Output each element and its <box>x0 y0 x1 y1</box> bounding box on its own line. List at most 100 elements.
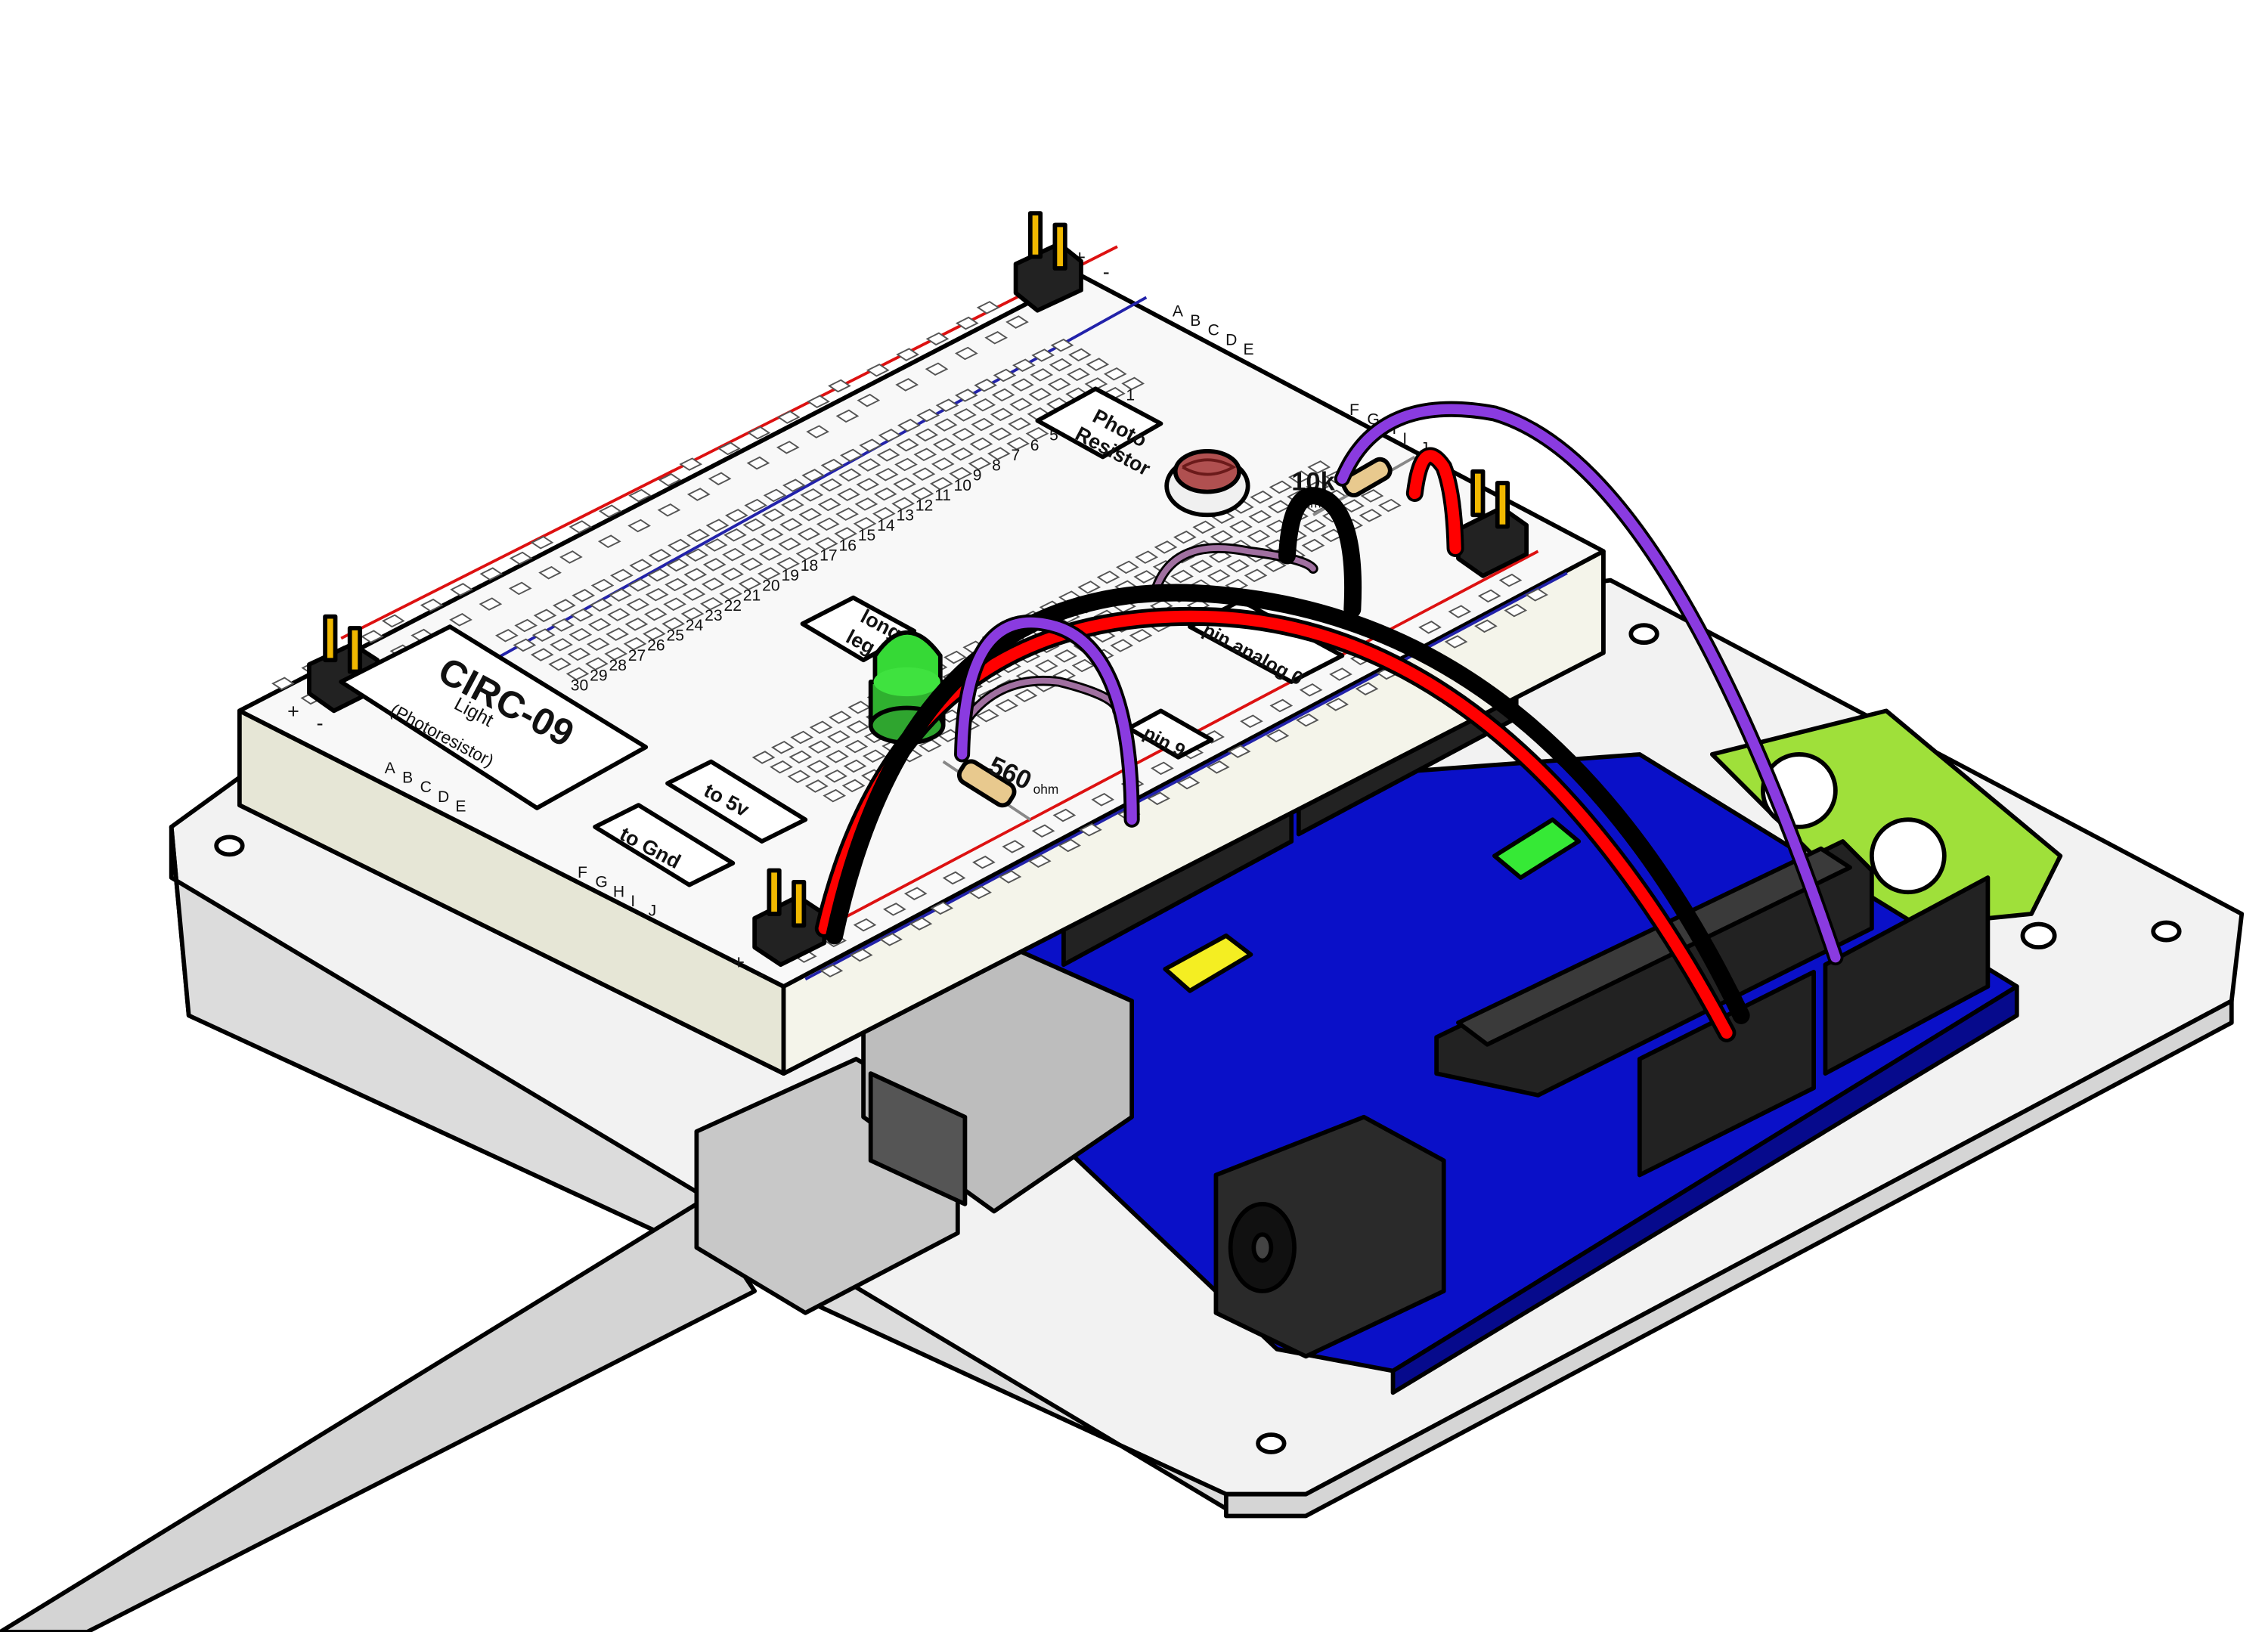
breadboard-hole <box>862 749 886 763</box>
breadboard-hole <box>770 760 793 774</box>
row-number: 5 <box>1049 427 1058 444</box>
breadboard-hole <box>1360 489 1384 503</box>
breadboard-hole <box>776 410 801 424</box>
row-number: 24 <box>686 617 704 634</box>
breadboard-hole <box>1052 808 1077 822</box>
column-letter: B <box>402 770 413 787</box>
breadboard-hole <box>700 596 723 611</box>
breadboard-hole <box>844 739 869 754</box>
breadboard-hole <box>955 389 978 402</box>
row-number: 1 <box>1126 387 1135 404</box>
breadboard-hole <box>943 650 967 664</box>
row-number: 14 <box>877 517 895 534</box>
breadboard-hole <box>565 667 590 681</box>
column-letter: J <box>649 903 657 920</box>
breadboard-hole <box>1288 470 1312 484</box>
breadboard-hole <box>587 618 612 632</box>
breadboard-hole <box>776 556 801 571</box>
components: 10k ohm 560 ohm <box>868 448 1416 821</box>
breadboard-hole <box>846 720 870 734</box>
breadboard-hole <box>995 698 1019 713</box>
breadboard-hole <box>509 551 533 565</box>
breadboard-hole <box>1229 520 1253 534</box>
breadboard-hole <box>972 855 996 869</box>
breadboard-hole <box>1210 530 1234 543</box>
breadboard-hole <box>1009 398 1033 411</box>
column-letter: C <box>420 779 432 796</box>
column-letter: G <box>595 874 607 891</box>
breadboard-hole <box>782 478 806 492</box>
breadboard-hole <box>1027 854 1052 868</box>
dc-power-jack <box>1213 1114 1446 1359</box>
breadboard-hole <box>1031 824 1055 838</box>
breadboard-hole <box>530 648 554 661</box>
breadboard-hole <box>761 508 785 522</box>
breadboard-hole <box>915 428 939 442</box>
breadboard-hole <box>701 578 725 591</box>
breadboard-hole <box>725 509 748 522</box>
breadboard-hole <box>1034 659 1058 673</box>
breadboard-hole <box>720 567 744 581</box>
breadboard-hole <box>1151 761 1174 776</box>
column-letter: I <box>631 893 635 910</box>
breadboard-hole <box>853 517 877 531</box>
breadboard-hole <box>686 488 711 501</box>
breadboard-hole <box>1006 437 1030 451</box>
breadboard-hole <box>1474 619 1498 633</box>
breadboard-hole <box>879 933 903 946</box>
power-header <box>1637 969 1816 1178</box>
breadboard-hole <box>705 519 730 532</box>
breadboard-hole <box>685 548 709 562</box>
breadboard-hole <box>657 503 681 517</box>
breadboard-hole <box>856 478 880 491</box>
column-letter: H <box>613 883 624 900</box>
breadboard-hole <box>1263 559 1287 572</box>
breadboard-hole <box>1444 635 1468 649</box>
breadboard-hole <box>550 638 573 652</box>
breadboard-hole <box>913 447 937 462</box>
breadboard-hole <box>1096 570 1120 584</box>
breadboard-hole <box>1031 348 1055 362</box>
breadboard-hole <box>643 607 668 621</box>
row-number: 22 <box>723 597 741 615</box>
breadboard-hole <box>949 466 973 481</box>
breadboard-hole <box>873 487 897 501</box>
breadboard-hole <box>809 720 833 735</box>
breadboard-hole <box>787 770 811 784</box>
breadboard-hole <box>1077 581 1101 594</box>
mount-hole <box>214 835 245 857</box>
breadboard-hole <box>1058 838 1081 853</box>
breadboard-hole <box>610 568 634 583</box>
breadboard-hole <box>953 408 977 422</box>
breadboard-hole <box>361 630 384 643</box>
breadboard-hole <box>739 557 764 571</box>
breadboard-hole <box>719 587 743 601</box>
breadboard-hole <box>717 441 741 456</box>
breadboard-hole <box>553 599 576 612</box>
breadboard-hole <box>883 903 906 916</box>
breadboard-hole <box>1377 498 1402 513</box>
breadboard-hole <box>1192 520 1216 534</box>
breadboard-hole <box>790 730 814 745</box>
breadboard-hole <box>806 425 829 438</box>
breadboard-hole <box>806 760 830 773</box>
breadboard-hole <box>646 568 671 582</box>
breadboard-hole <box>910 487 934 500</box>
breadboard-hole <box>1110 639 1134 652</box>
row-number: 21 <box>743 587 761 605</box>
breadboard-hole <box>974 378 998 392</box>
breadboard-hole <box>835 409 860 423</box>
breadboard-hole <box>771 740 795 754</box>
breadboard-hole <box>1176 776 1201 790</box>
breadboard-hole <box>1050 338 1074 352</box>
breadboard-hole <box>998 870 1022 884</box>
breadboard-hole <box>866 363 890 377</box>
breadboard-hole <box>1418 621 1442 634</box>
breadboard-hole <box>758 567 781 581</box>
breadboard-hole <box>682 587 706 601</box>
breadboard-hole <box>925 362 949 376</box>
pin-header-bottom <box>752 868 827 968</box>
breadboard-hole <box>875 467 899 482</box>
breadboard-hole <box>795 547 820 561</box>
